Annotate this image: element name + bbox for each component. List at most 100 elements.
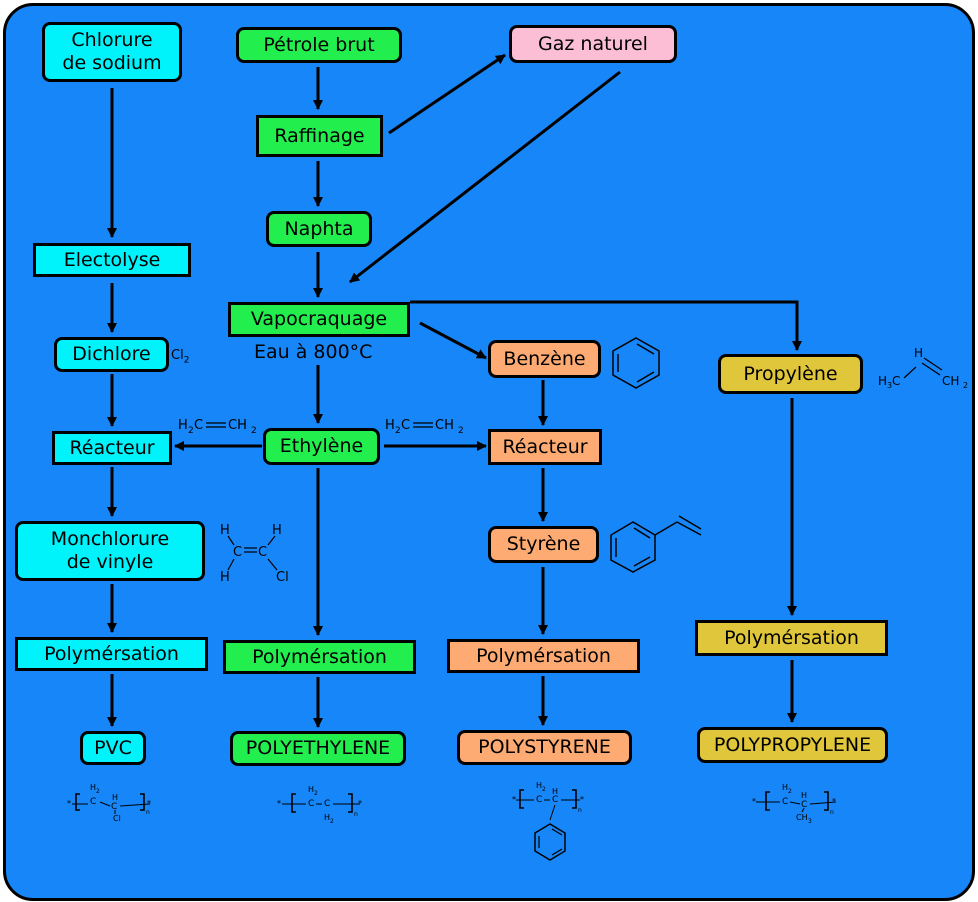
node-label: Réacteur [502,435,588,458]
node-label: Styrène [506,533,581,555]
svg-text:H: H [90,783,96,792]
svg-text:CH: CH [942,374,959,388]
dichlore-formula: Cl2 [171,348,189,366]
svg-text:H: H [536,781,542,790]
node-label: Pétrole brut [263,33,375,56]
svg-text:n: n [578,807,582,814]
vinyl-h1: H [220,523,230,538]
svg-text:*: * [752,797,756,806]
svg-text:2: 2 [314,790,318,797]
node-label: Vapocraquage [250,308,388,330]
node-label: POLYSTYRENE [478,736,611,758]
svg-text:C: C [194,418,203,433]
node-styrene: Styrène [488,526,599,563]
svg-text:3: 3 [808,818,812,825]
polymer-repeat-unit-icon: H2 CC H2 ** n [277,785,362,825]
svg-text:*: * [277,799,281,808]
formula-subscript: 2 [183,355,190,366]
svg-text:*: * [580,795,584,804]
svg-text:H: H [385,418,395,433]
svg-text:2: 2 [96,788,100,795]
node-reacteur-right: Réacteur [488,429,602,465]
svg-text:2: 2 [395,426,401,436]
vinyl-h2: H [272,523,282,538]
styrene-molecule-icon [610,515,702,573]
svg-text:H: H [878,374,887,388]
svg-text:H: H [308,785,314,794]
node-gaz-naturel: Gaz naturel [509,25,677,63]
node-benzene: Benzène [488,340,601,378]
node-label: Polymérsation [476,644,611,667]
propylene-h: H [914,346,923,360]
svg-text:*: * [147,799,151,808]
vinyl-c2: C [258,545,267,560]
svg-text:C: C [308,799,314,809]
svg-text:H: H [112,793,118,802]
svg-text:C: C [552,795,558,805]
svg-text:H: H [178,418,188,433]
svg-text:C: C [111,802,117,812]
node-dichlore: Dichlore [54,337,169,372]
svg-text:2: 2 [188,426,194,436]
node-propylene: Propylène [718,354,863,394]
svg-text:C: C [892,374,900,388]
node-polym-pp: Polymérsation [695,620,888,656]
svg-text:2: 2 [330,818,334,825]
arrow-vapocraquage-to-benzene [419,321,487,360]
node-raffinage: Raffinage [256,115,383,157]
benzene-ring-icon [612,337,660,389]
node-label: Gaz naturel [538,32,648,55]
svg-text:*: * [67,799,71,808]
svg-text:n: n [830,809,834,816]
arrow-vapocraquage-to-propylene [410,300,802,351]
svg-text:H: H [801,791,807,800]
svg-text:*: * [832,797,836,806]
svg-text:2: 2 [963,381,968,390]
node-pvc: PVC [80,731,146,765]
formula-cl: Cl [171,348,184,363]
node-petrole-brut: Pétrole brut [236,27,402,63]
node-label: Dichlore [72,343,151,365]
node-label: Propylène [743,362,838,385]
node-label: PVC [94,736,132,759]
svg-text:CH: CH [796,813,808,822]
vinyl-cl: Cl [276,570,289,585]
arrow-raffinage-to-gaz [388,53,506,135]
node-reacteur-left: Réacteur [52,431,172,465]
node-vapocraquage: Vapocraquage [228,302,410,337]
svg-text:C: C [536,795,542,805]
node-naphta: Naphta [266,211,372,247]
svg-text:2: 2 [251,426,257,436]
node-label: Polymérsation [44,642,179,665]
svg-text:CH: CH [435,418,454,433]
svg-text:C: C [324,799,330,809]
svg-text:n: n [146,809,150,816]
node-label: POLYETHYLENE [245,737,391,759]
svg-text:H: H [552,787,558,796]
svg-text:CH: CH [228,418,247,433]
node-label: Polymérsation [252,645,387,668]
node-label: Benzène [503,347,586,370]
vinyl-chloride-molecule-icon: H H H Cl C C [220,523,289,585]
svg-text:2: 2 [788,788,792,795]
node-electolyse: Electolyse [33,243,191,277]
svg-text:C: C [90,797,96,807]
svg-text:3: 3 [887,381,892,390]
svg-text:2: 2 [458,426,464,436]
svg-text:C: C [401,418,410,433]
svg-text:H: H [324,813,330,822]
arrow-gaz-to-vapocraquage [349,70,621,284]
node-polypropylene: POLYPROPYLENE [697,727,888,763]
vinyl-h3: H [220,570,230,585]
